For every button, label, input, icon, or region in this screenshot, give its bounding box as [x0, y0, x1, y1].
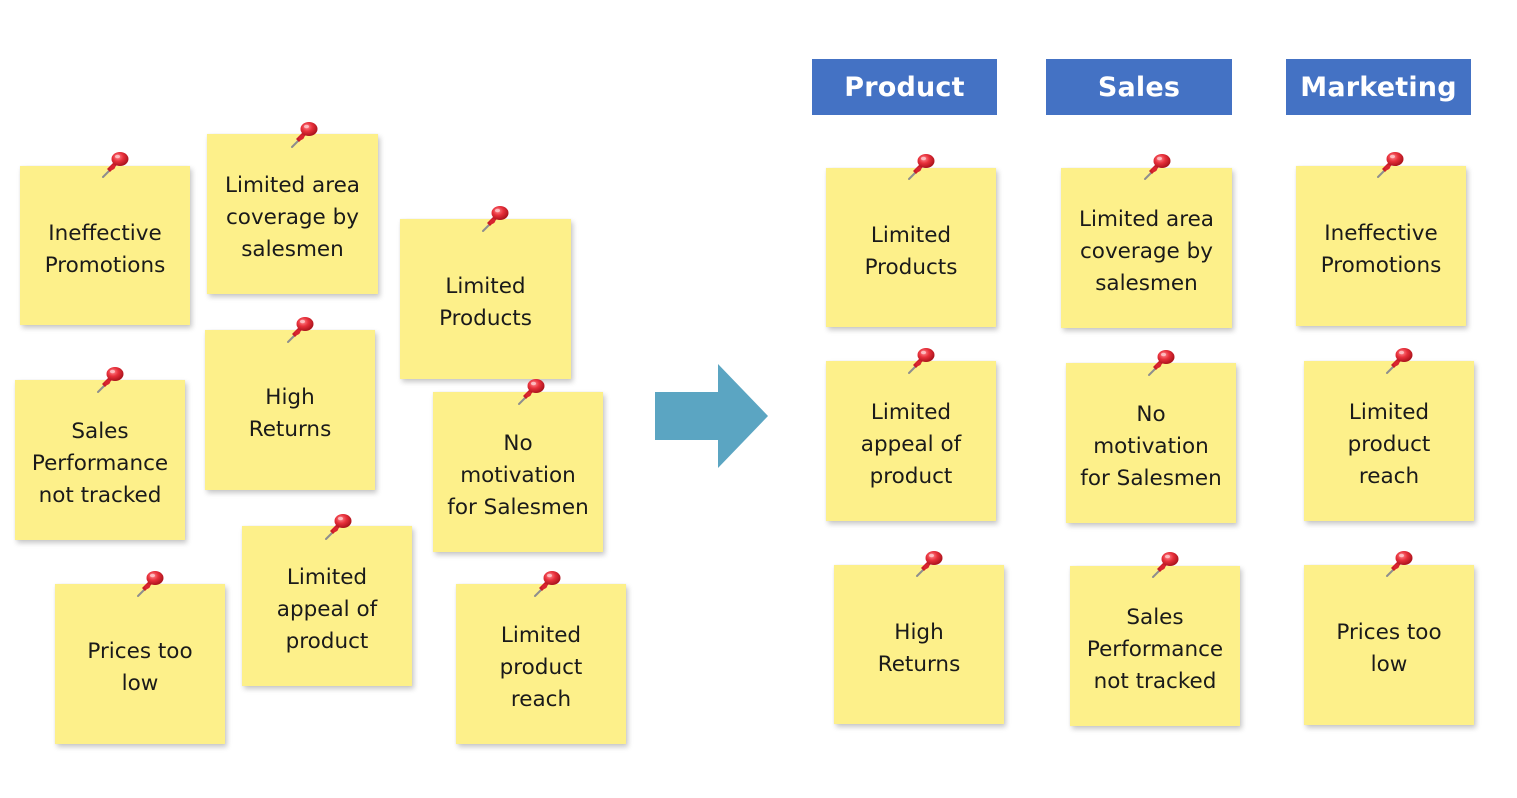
note-text: Sales Performance not tracked [1086, 605, 1224, 694]
sticky-note: No motivation for Salesmen [433, 392, 603, 552]
sticky-note: Limited appeal of product [826, 361, 996, 521]
sticky-note: Limited product reach [1304, 361, 1474, 521]
sticky-note: Limited area coverage by salesmen [1061, 168, 1232, 328]
sticky-note: Sales Performance not tracked [1070, 566, 1240, 726]
sticky-note: Ineffective Promotions [20, 166, 190, 325]
category-title: Marketing [1300, 71, 1457, 103]
note-text: High Returns [877, 619, 961, 677]
category-header-product: Product [812, 59, 997, 115]
sticky-note: Sales Performance not tracked [15, 380, 185, 540]
sticky-note: Limited Products [400, 219, 571, 379]
note-text: High Returns [248, 385, 332, 442]
category-header-sales: Sales [1046, 59, 1232, 115]
sticky-note: High Returns [205, 330, 375, 490]
note-text: Ineffective Promotions [1320, 221, 1442, 278]
sticky-note: Limited appeal of product [242, 526, 412, 686]
note-text: Limited area coverage by salesmen [225, 173, 360, 262]
note-text: Prices too low [1336, 620, 1442, 677]
sticky-note: Prices too low [55, 584, 225, 744]
category-title: Product [844, 71, 965, 103]
note-text: Limited area coverage by salesmen [1079, 207, 1214, 296]
note-text: Limited Products [439, 274, 532, 331]
note-text: Limited product reach [499, 623, 583, 712]
note-text: Limited appeal of product [860, 400, 962, 489]
sticky-note: Prices too low [1304, 565, 1474, 725]
sticky-note: Limited Products [826, 168, 996, 327]
sticky-note: Limited product reach [456, 584, 626, 744]
sticky-note: No motivation for Salesmen [1066, 363, 1236, 523]
note-text: Limited Products [864, 222, 958, 280]
category-header-marketing: Marketing [1286, 59, 1471, 115]
note-text: No motivation for Salesmen [1080, 402, 1222, 491]
note-text: Sales Performance not tracked [31, 419, 169, 508]
sticky-note: Limited area coverage by salesmen [207, 134, 378, 294]
note-text: Ineffective Promotions [44, 220, 166, 278]
note-text: No motivation for Salesmen [447, 431, 589, 520]
note-text: Limited product reach [1347, 400, 1431, 489]
category-title: Sales [1097, 71, 1181, 103]
sticky-note: Ineffective Promotions [1296, 166, 1466, 326]
note-text: Limited appeal of product [276, 565, 378, 654]
arrow-right-icon [655, 364, 768, 468]
note-text: Prices too low [87, 639, 193, 696]
sticky-note: High Returns [834, 565, 1004, 724]
